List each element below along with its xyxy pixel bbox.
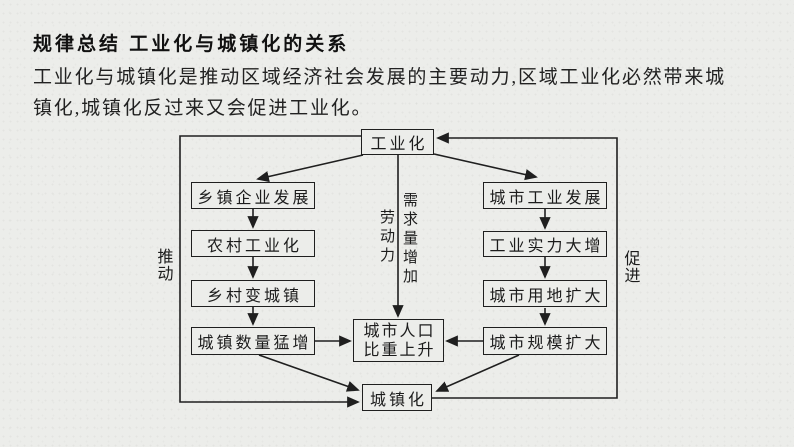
intro-paragraph-line-1: 工业化与城镇化是推动区域经济社会发展的主要动力,区域工业化必然带来城 [33,67,726,88]
label-demand-increase: 需求量增加 [402,193,418,285]
node-rural-industrialization: 农村工业化 [191,230,315,257]
node-industrialization: 工业化 [361,129,434,155]
node-industrial-strength-increase: 工业实力大增 [483,231,607,257]
intro-paragraph-line-2: 镇化,城镇化反过来又会促进工业化。 [33,98,373,119]
node-urban-population-share-rise: 城市人口 比重上升 [353,319,444,362]
node-town-number-surge: 城镇数量猛增 [191,327,315,355]
edge-industrialization-to-township [256,154,364,183]
node-township-enterprise-growth: 乡镇企业发展 [191,182,315,209]
loop-promote-urbanization-to-industrialization [432,132,618,399]
label-drive: 推动 [157,249,174,283]
edge-scale-to-urbanization [435,354,520,392]
edge-industrialization-to-city-industry [433,153,538,181]
label-promote: 促进 [624,251,641,285]
node-urbanization: 城镇化 [362,384,432,411]
node-urban-population-line-2: 比重上升 [363,341,436,359]
node-city-scale-expansion: 城市规模扩大 [483,327,607,355]
loop-drive-industrialization-to-urbanization [179,135,361,408]
node-urban-land-expansion: 城市用地扩大 [483,280,607,307]
page-title: 规律总结 工业化与城镇化的关系 [33,34,350,55]
node-city-industry-growth: 城市工业发展 [483,182,607,209]
edge-towns-to-urbanization [258,354,360,392]
node-villages-become-towns: 乡村变城镇 [191,280,315,307]
intro-paragraph: 工业化与城镇化是推动区域经济社会发展的主要动力,区域工业化必然带来城 镇化,城镇… [33,62,773,124]
label-labor-force: 劳动力 [379,210,395,264]
node-urban-population-line-1: 城市人口 [363,322,436,340]
